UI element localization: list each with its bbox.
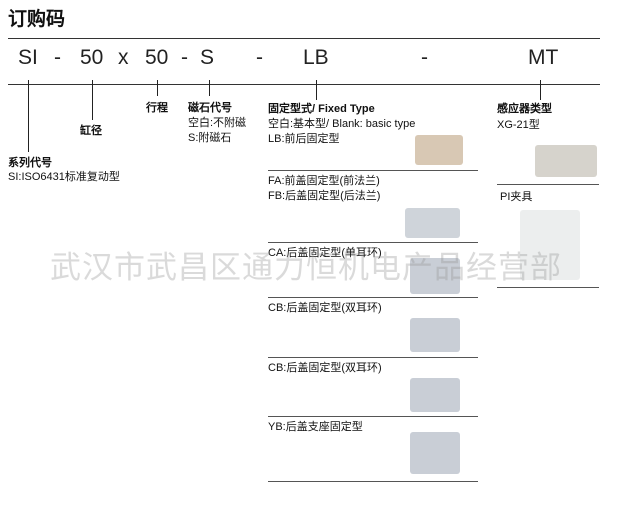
series-desc: SI:ISO6431标准复动型 xyxy=(8,171,120,183)
support-bracket-image xyxy=(410,432,460,474)
magnet-blank: 空白:不附磁 xyxy=(188,117,247,129)
fixed-heading: 固定型式/ Fixed Type xyxy=(268,103,375,115)
leader-line xyxy=(316,80,317,100)
leader-line xyxy=(92,80,93,120)
single-clevis-image xyxy=(410,258,460,294)
divider xyxy=(268,481,478,482)
sensor-heading: 感应器类型 xyxy=(497,103,552,115)
magnet-heading: 磁石代号 xyxy=(188,102,232,114)
fixed-lb: LB:前后固定型 xyxy=(268,133,340,145)
fixed-fa: FA:前盖固定型(前法兰) xyxy=(268,175,380,187)
divider xyxy=(268,242,478,243)
code-fixed: LB xyxy=(303,46,329,69)
divider xyxy=(268,416,478,417)
double-clevis-image xyxy=(410,378,460,412)
fixed-yb: YB:后盖支座固定型 xyxy=(268,421,363,433)
flange-image xyxy=(405,208,460,238)
fixed-cb2: CB:后盖固定型(双耳环) xyxy=(268,362,382,374)
double-clevis-image xyxy=(410,318,460,352)
divider xyxy=(268,357,478,358)
magnet-s: S:附磁石 xyxy=(188,132,232,144)
top-rule xyxy=(8,38,600,39)
sensor-image xyxy=(535,145,597,177)
divider xyxy=(497,184,599,185)
lb-bracket-image xyxy=(415,135,463,165)
code-x: x xyxy=(118,46,129,69)
divider xyxy=(268,170,478,171)
code-dash: - xyxy=(181,46,188,69)
code-dash: - xyxy=(54,46,61,69)
clamp-image xyxy=(520,210,580,280)
fixed-ca: CA:后盖固定型(单耳环) xyxy=(268,247,382,259)
code-dash: - xyxy=(421,46,428,69)
leader-line xyxy=(209,80,210,96)
bottom-rule xyxy=(8,84,600,85)
watermark: 武汉市武昌区通力恒机电产品经营部 xyxy=(50,250,562,285)
code-sensor: MT xyxy=(528,46,559,69)
bore-label: 缸径 xyxy=(80,125,102,137)
code-dash: - xyxy=(256,46,263,69)
code-series: SI xyxy=(18,46,38,69)
fixed-blank: 空白:基本型/ Blank: basic type xyxy=(268,118,416,130)
fixed-fb: FB:后盖固定型(后法兰) xyxy=(268,190,381,202)
series-heading: 系列代号 xyxy=(8,157,52,169)
leader-line xyxy=(28,80,29,152)
leader-line xyxy=(540,80,541,100)
divider xyxy=(268,297,478,298)
fixed-cb: CB:后盖固定型(双耳环) xyxy=(268,302,382,314)
stroke-label: 行程 xyxy=(146,102,168,114)
leader-line xyxy=(157,80,158,96)
code-stroke: 50 xyxy=(145,46,169,69)
page-title: 订购码 xyxy=(8,9,66,30)
code-magnet: S xyxy=(200,46,215,69)
clamp-label: PI夹具 xyxy=(500,191,533,203)
code-bore: 50 xyxy=(80,46,104,69)
divider xyxy=(497,287,599,288)
sensor-model: XG-21型 xyxy=(497,119,540,131)
